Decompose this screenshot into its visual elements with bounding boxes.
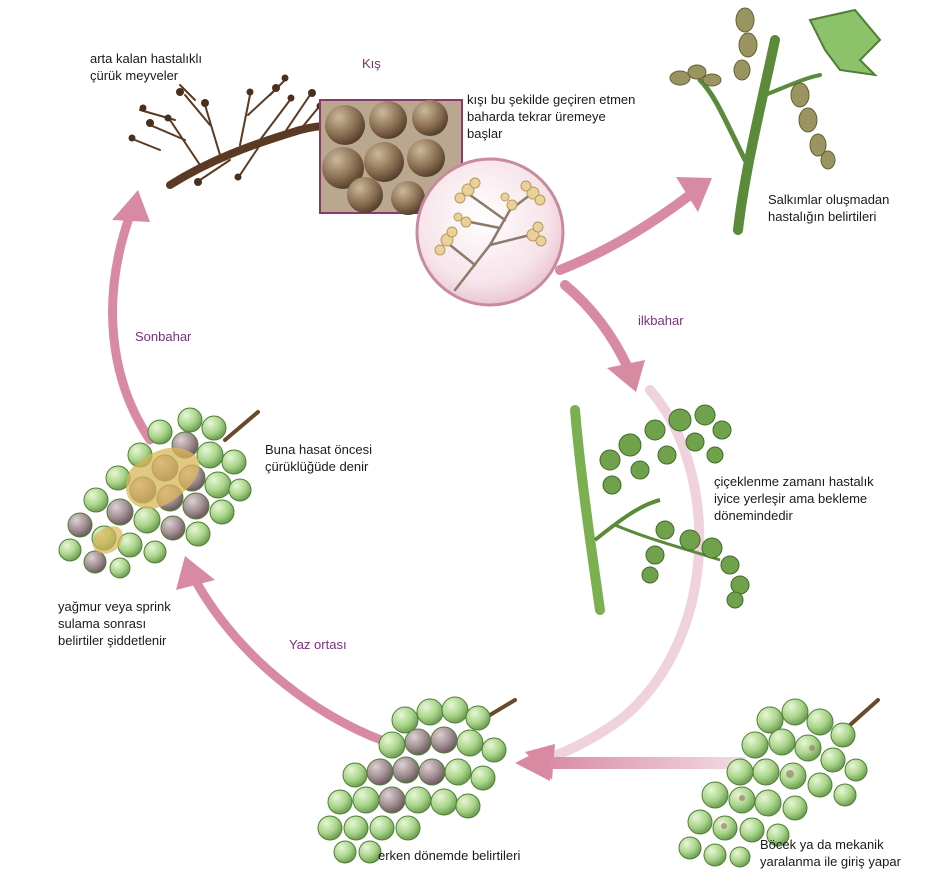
flowering-cluster-illustration [570,404,750,615]
grape-cluster-preharvest-rot [58,407,260,579]
caption-overwinter: kışı bu şekilde geçiren etmen baharda te… [467,92,636,141]
season-winter: Kış [362,56,381,71]
caption-insect-entry: Böcek ya da mekanik yaralanma ile giriş … [760,837,901,869]
cycle-arrows [108,177,745,781]
caption-before-clusters: Salkımlar oluşmadan hastalığın belirtile… [768,192,890,224]
arrow-insect [545,757,745,769]
season-spring: ilkbahar [638,313,684,328]
arrow-spring-head [607,360,645,392]
grape-cluster-early-symptoms [317,696,517,864]
arrow-autumn [108,210,155,445]
season-autumn: Sonbahar [135,329,192,344]
young-shoot-illustration [669,7,882,235]
arrow-spring [560,280,633,373]
arrow-to-shoots-head [676,177,712,212]
caption-flowering: çiçeklenme zamanı hastalık iyice yerleşi… [714,474,874,523]
arrow-to-shoots [555,190,695,275]
arrow-insect-head [515,745,550,781]
caption-preharvest: Buna hasat öncesi çürüklüğüde denir [265,442,372,474]
arrow-midsummer-head [176,556,215,590]
arrow-summer-right [525,385,705,770]
caption-rain-irrigation: yağmur veya sprink sulama sonrası belirt… [58,599,171,648]
grape-cluster-insect-entry [678,698,880,868]
arrow-midsummer [190,575,400,750]
sporulating-fungus-circle [415,157,565,307]
caption-remaining-berries: arta kalan hastalıklı çürük meyveler [90,51,203,83]
arrow-autumn-head [112,190,150,222]
season-midsummer: Yaz ortası [289,637,347,652]
caption-early-symptoms: erken dönemde belirtileri [378,848,521,863]
